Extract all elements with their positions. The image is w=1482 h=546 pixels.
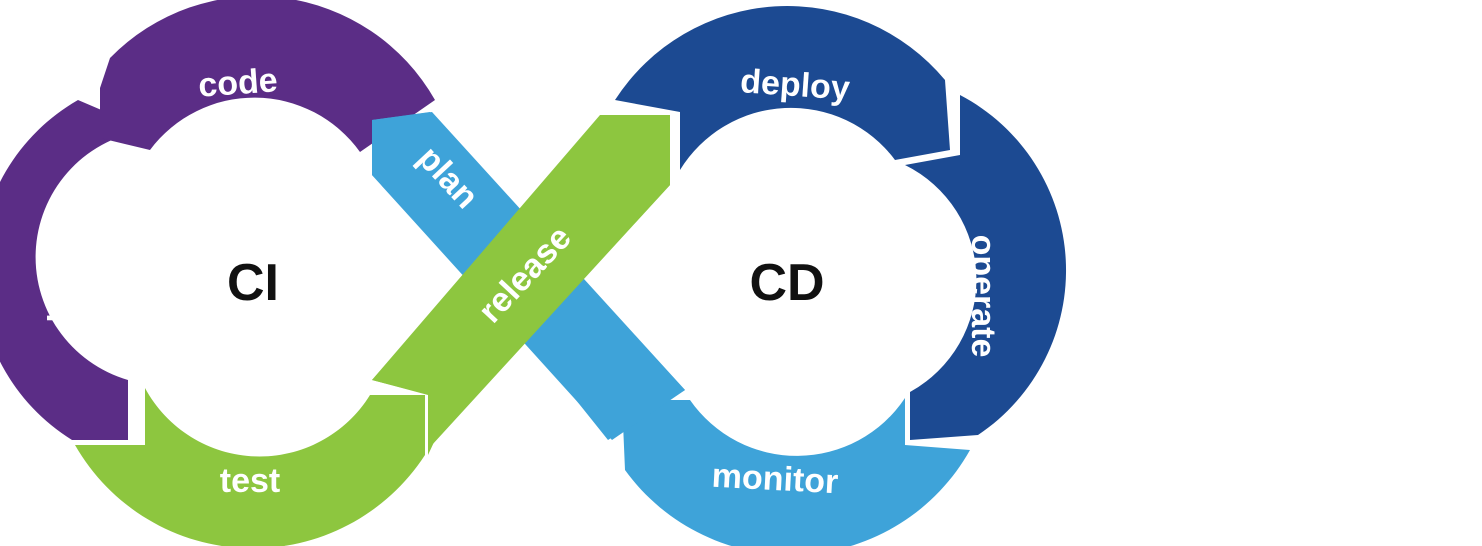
stage-deploy-label: deploy <box>739 62 851 108</box>
stage-code-label: code <box>197 61 279 104</box>
cd-inner-circle <box>668 150 912 394</box>
stage-monitor-label: monitor <box>711 457 839 502</box>
stage-code-segment <box>100 0 435 152</box>
ci-label: CI <box>227 254 279 312</box>
stage-release-overlay <box>372 115 670 445</box>
cd-label: CD <box>749 254 824 312</box>
stage-deploy-segment <box>615 6 950 171</box>
stage-operate-label: operate <box>964 235 1002 358</box>
ci-inner-circle <box>136 150 380 394</box>
stage-build-segment <box>0 100 148 440</box>
stage-build-label: build <box>42 241 80 322</box>
stage-test-segment <box>75 388 425 546</box>
stage-monitor-segment <box>622 398 970 546</box>
stage-operate-segment <box>905 95 1067 440</box>
stage-test-label: test <box>220 462 280 500</box>
